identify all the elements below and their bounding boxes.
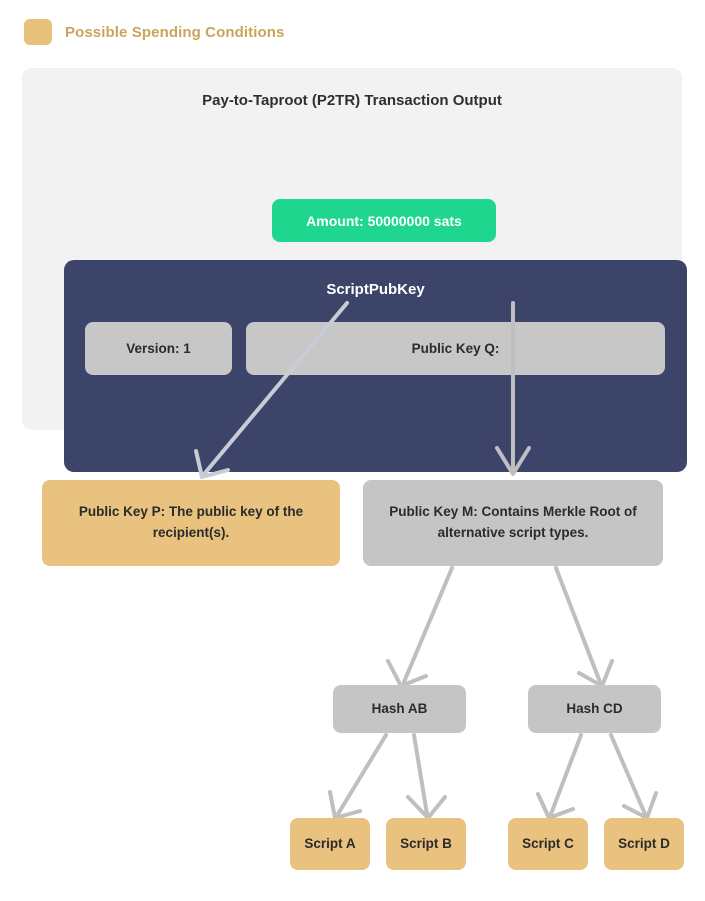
legend-swatch-icon — [24, 19, 52, 45]
legend: Possible Spending Conditions — [24, 19, 284, 45]
arrow-hashcd-to-scriptc — [549, 733, 583, 816]
script-c-node: Script C — [508, 818, 588, 870]
public-key-q-field: Public Key Q: — [246, 322, 665, 375]
legend-label: Possible Spending Conditions — [65, 23, 285, 41]
version-field: Version: 1 — [85, 322, 232, 375]
arrow-hashab-to-scripta — [336, 733, 388, 816]
script-pub-key-title: ScriptPubKey — [326, 281, 425, 298]
arrow-hashcd-to-scriptd — [609, 733, 647, 816]
public-key-m-node: Public Key M: Contains Merkle Root of al… — [363, 480, 663, 566]
arrow-hashab-to-scriptb — [412, 733, 429, 816]
arrow-m-to-hashcd-head — [577, 659, 614, 688]
arrow-hashab-to-scriptb-head — [406, 795, 447, 820]
script-pub-key-panel: ScriptPubKey Version: 1 Public Key Q: — [64, 260, 687, 472]
arrow-m-to-hashab-head — [386, 659, 428, 688]
script-b-node: Script B — [386, 818, 466, 870]
hash-cd-node: Hash CD — [528, 685, 661, 733]
public-key-p-node: Public Key P: The public key of the reci… — [42, 480, 340, 566]
arrow-m-to-hashcd — [554, 566, 602, 684]
card-title: Pay-to-Taproot (P2TR) Transaction Output — [202, 92, 502, 109]
hash-ab-node: Hash AB — [333, 685, 466, 733]
script-d-node: Script D — [604, 818, 684, 870]
arrow-m-to-hashab — [402, 566, 454, 684]
arrow-hashcd-to-scriptd-head — [622, 791, 658, 820]
script-a-node: Script A — [290, 818, 370, 870]
arrow-hashcd-to-scriptc-head — [536, 792, 575, 820]
amount-badge: Amount: 50000000 sats — [272, 199, 496, 242]
arrow-hashab-to-scripta-head — [328, 790, 362, 820]
transaction-output-card: Pay-to-Taproot (P2TR) Transaction Output… — [22, 68, 687, 472]
